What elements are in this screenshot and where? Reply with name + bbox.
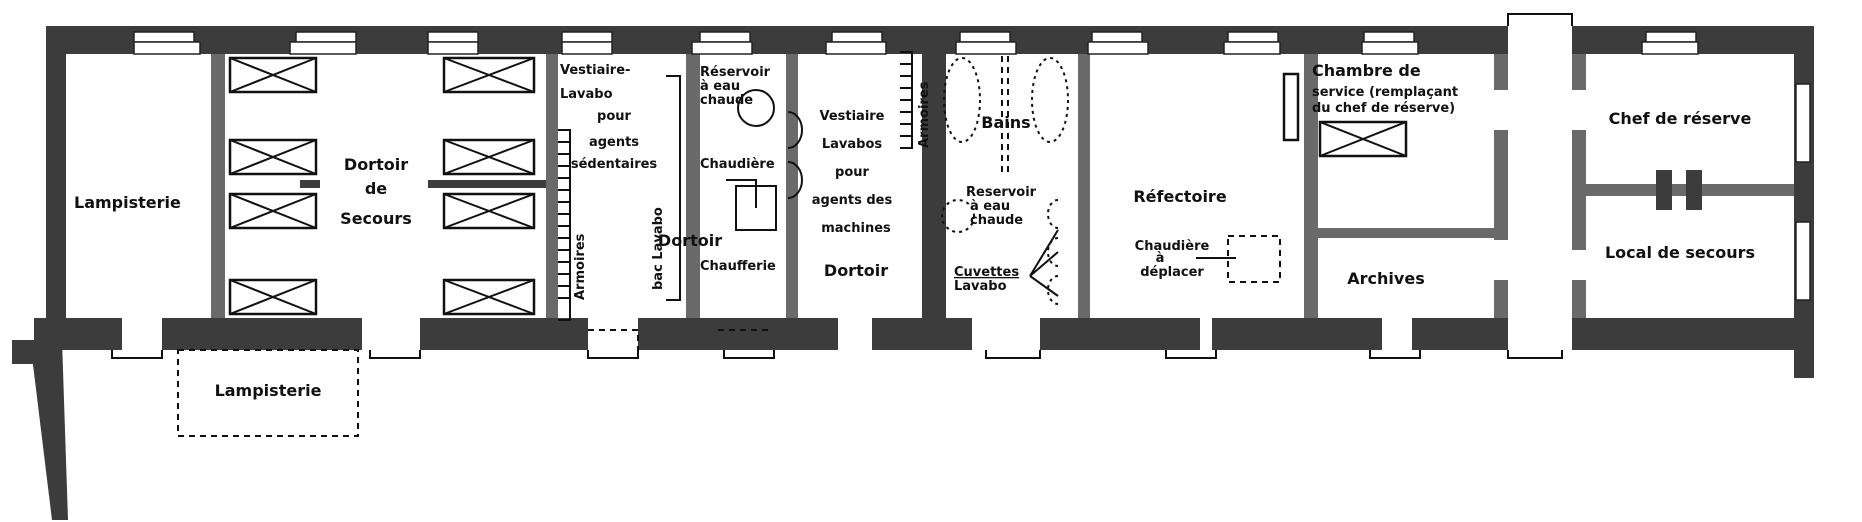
- label-cuvettes: Cuvettes: [954, 265, 1019, 280]
- label-refectoire: Réfectoire: [1133, 187, 1226, 206]
- label-reservoir-1a: Réservoir: [700, 65, 771, 80]
- label-armoires: Armoires: [573, 233, 588, 300]
- label-chaudiere-deplacer-3: déplacer: [1140, 265, 1204, 280]
- label-lampisterie: Lampisterie: [74, 193, 181, 212]
- label-reservoir-2a: Reservoir: [966, 185, 1037, 200]
- label-chambre-service-3: du chef de réserve): [1312, 101, 1455, 116]
- label-bac-lavabo: bac Lavabo: [651, 207, 666, 290]
- label-vestiaire-mach-2: Lavabos: [822, 137, 883, 152]
- label-dortoir-machines: Dortoir: [824, 261, 888, 280]
- label-reservoir-2b: à eau: [970, 199, 1010, 214]
- label-dortoir-split: Dortoir: [658, 231, 722, 250]
- label-vestiaire-sed-1: Vestiaire-: [560, 63, 630, 78]
- label-vestiaire-mach-4: agents des: [812, 193, 893, 208]
- label-dortoir-secours-1: Dortoir: [344, 155, 408, 174]
- label-vestiaire-mach-3: pour: [835, 165, 869, 180]
- label-reservoir-1b: à eau: [700, 79, 740, 94]
- label-reservoir-2c: chaude: [970, 213, 1023, 228]
- label-armoires-2: Armoires: [917, 81, 932, 148]
- label-vestiaire-mach-1: Vestiaire: [819, 109, 884, 124]
- label-vestiaire-mach-5: machines: [821, 221, 891, 236]
- label-vestiaire-sed-3: pour: [597, 109, 631, 124]
- label-reservoir-1c: chaude: [700, 93, 753, 108]
- label-dortoir-secours-2: de: [365, 179, 387, 198]
- label-archives: Archives: [1347, 269, 1424, 288]
- label-lampisterie-annex: Lampisterie: [215, 381, 322, 400]
- label-bains: Bains: [981, 113, 1030, 132]
- label-chaufferie: Chaufferie: [700, 259, 776, 274]
- label-vestiaire-sed-4: agents: [589, 135, 639, 150]
- label-chaudiere: Chaudière: [700, 157, 775, 172]
- windows: [111, 31, 1811, 359]
- label-chambre-service-1: Chambre de: [1312, 61, 1421, 80]
- fixtures: [177, 51, 1281, 437]
- room-labels: Lampisterie Lampisterie Dortoir de Secou…: [74, 61, 1755, 400]
- label-lavabo: Lavabo: [954, 279, 1007, 294]
- label-chaudiere-deplacer-2: à: [1156, 251, 1165, 266]
- beds: [228, 56, 1408, 316]
- label-chef-reserve: Chef de réserve: [1609, 109, 1752, 128]
- walls: [12, 13, 1814, 520]
- label-vestiaire-sed-2: Lavabo: [560, 87, 613, 102]
- label-chambre-service-2: service (remplaçant: [1312, 85, 1458, 100]
- label-vestiaire-sed-5: sédentaires: [571, 157, 658, 172]
- label-dortoir-secours-3: Secours: [340, 209, 412, 228]
- label-chaudiere-deplacer-1: Chaudière: [1135, 239, 1210, 254]
- label-local-secours: Local de secours: [1605, 243, 1755, 262]
